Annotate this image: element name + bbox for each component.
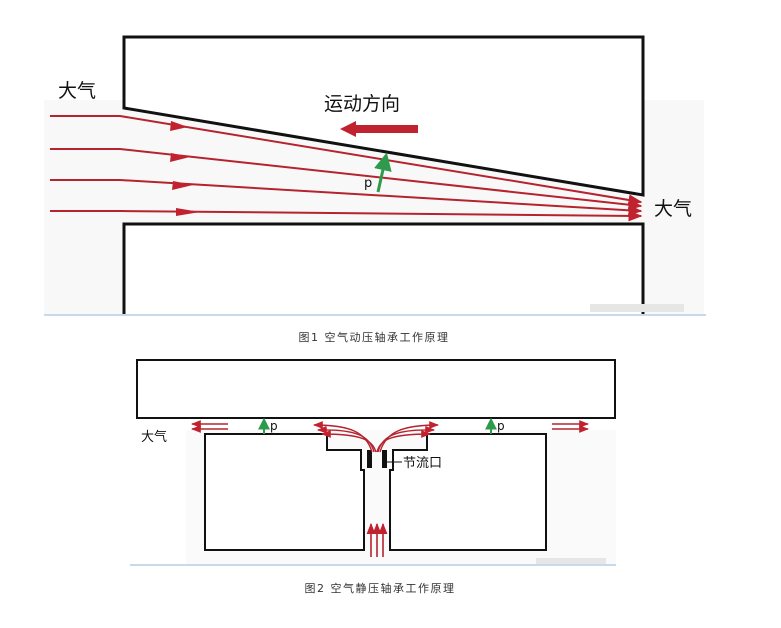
- atmosphere-left-label: 大气: [58, 80, 96, 102]
- motion-direction-label: 运动方向: [324, 93, 400, 115]
- bearing-body-left: [204, 433, 365, 551]
- pressure-arrow: [374, 152, 392, 193]
- pressure-label-left: p: [270, 419, 278, 433]
- figure-1-aerodynamic-bearing: 运动方向 p 大气 大气 图1 空气动压轴承工作原理: [44, 35, 706, 344]
- flow-direction-arrows: [170, 121, 200, 216]
- film-right-3: [376, 430, 431, 453]
- film-left-3: [321, 430, 377, 453]
- flow-arrow-4: [176, 208, 200, 216]
- orifice-label: 节流口: [403, 456, 442, 471]
- flow-arrow-3: [172, 181, 193, 190]
- watermark-smudge: [590, 304, 684, 312]
- airflow-lines: [50, 115, 643, 222]
- streamline-4: [50, 210, 643, 222]
- supply-air-arrows: [366, 522, 388, 557]
- atmosphere-right-label: 大气: [654, 198, 692, 220]
- upper-moving-block: [122, 35, 645, 197]
- pressure-label: p: [364, 176, 372, 191]
- figure-2-caption: 图2 空气静压轴承工作原理: [305, 581, 456, 595]
- motion-direction-arrow: [340, 121, 418, 137]
- watermark-smudge-2: [536, 558, 606, 564]
- figure-2-aerostatic-bearing: p p 节流口 大气 图2 空气静压轴承工作原理: [130, 359, 616, 595]
- atmosphere-label: 大气: [141, 429, 167, 445]
- figure-1-caption: 图1 空气动压轴承工作原理: [299, 330, 450, 344]
- film-left-2: [317, 425, 375, 453]
- streamline-3: [50, 179, 643, 216]
- film-left-1: [313, 421, 373, 453]
- pressure-label-right: p: [497, 419, 505, 433]
- streamline-1: [50, 115, 643, 206]
- upper-plate: [136, 359, 616, 419]
- flow-arrow-1: [170, 121, 188, 131]
- streamline-2: [50, 148, 643, 211]
- orifice-right-lip: [382, 450, 387, 468]
- lower-fixed-block: [122, 222, 645, 314]
- film-right-1: [379, 421, 439, 453]
- film-right-2: [377, 425, 435, 453]
- flow-arrow-2: [170, 153, 190, 162]
- orifice-left-lip: [367, 450, 372, 468]
- air-film-flow: [191, 420, 589, 453]
- bearing-body-right: [389, 433, 547, 551]
